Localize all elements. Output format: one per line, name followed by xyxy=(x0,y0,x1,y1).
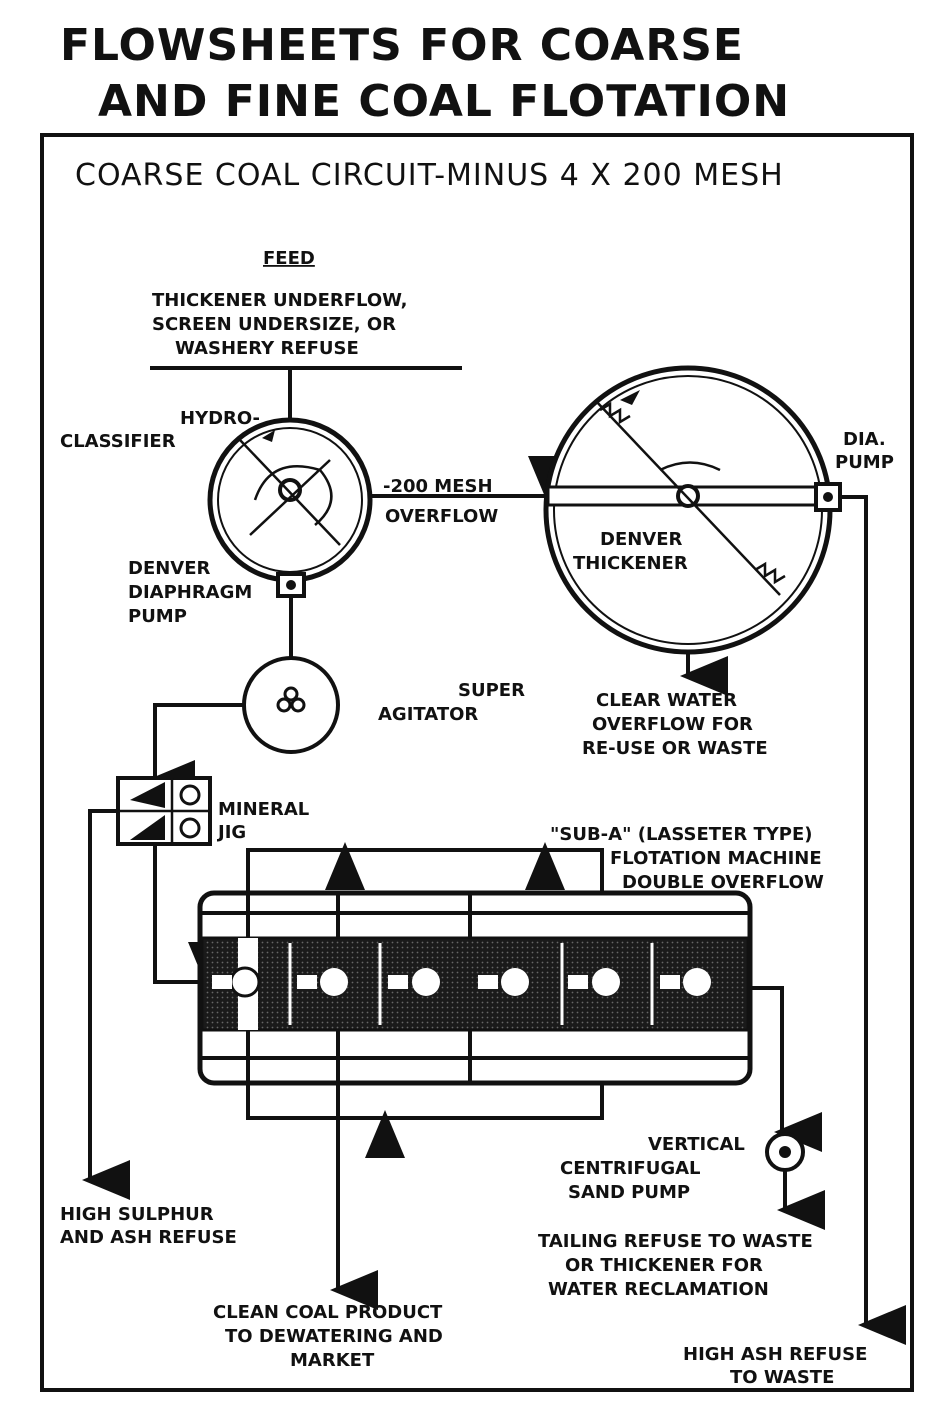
dia-pump-label-2: PUMP xyxy=(835,452,894,473)
flotation-label-2: FLOTATION MACHINE xyxy=(610,848,822,869)
thickener-label-2: THICKENER xyxy=(573,553,688,574)
pipe-bottom-recycle xyxy=(246,1030,604,1120)
hydro-classifier-label-1: HYDRO- xyxy=(180,408,260,429)
high-sulphur-label-2: AND ASH REFUSE xyxy=(60,1227,237,1248)
denver-thickener xyxy=(543,365,833,655)
feed-line-1: THICKENER UNDERFLOW, xyxy=(152,290,407,311)
clear-water-label-3: RE-USE OR WASTE xyxy=(582,738,768,759)
feed-heading: FEED xyxy=(263,248,315,269)
sand-pump-label-1: VERTICAL xyxy=(648,1134,745,1155)
pipe-agitator-to-jig xyxy=(147,703,244,800)
flotation-label-1: "SUB-A" (LASSETER TYPE) xyxy=(550,824,813,845)
sand-pump-label-3: SAND PUMP xyxy=(568,1182,690,1203)
mineral-jig xyxy=(116,776,212,846)
sand-pump xyxy=(765,1132,805,1172)
diaphragm-pump-label-3: PUMP xyxy=(128,606,187,627)
pipe-jig-to-flotation xyxy=(153,844,228,990)
diaphragm-pump-label-2: DIAPHRAGM xyxy=(128,582,252,603)
clear-water-label-1: CLEAR WATER xyxy=(596,690,737,711)
dia-pump-label-1: DIA. xyxy=(843,429,886,450)
super-agitator-label-1: SUPER xyxy=(458,680,525,701)
page-title: FLOWSHEETS FOR COARSE AND FINE COAL FLOT… xyxy=(60,18,790,130)
mineral-jig-label-1: MINERAL xyxy=(218,799,309,820)
clean-coal-label-3: MARKET xyxy=(290,1350,375,1371)
pipe-high-ash xyxy=(840,495,906,1345)
tailing-label-3: WATER RECLAMATION xyxy=(548,1279,769,1300)
tailing-label-1: TAILING REFUSE TO WASTE xyxy=(538,1231,813,1252)
clean-coal-label-1: CLEAN COAL PRODUCT xyxy=(213,1302,443,1323)
high-sulphur-label-1: HIGH SULPHUR xyxy=(60,1204,214,1225)
pipe-top-recycle xyxy=(246,848,604,938)
pipe-jig-refuse xyxy=(82,809,130,1200)
diaphragm-pump-label-1: DENVER xyxy=(128,558,211,579)
clear-water-label-2: OVERFLOW FOR xyxy=(592,714,753,735)
tailing-label-2: OR THICKENER FOR xyxy=(565,1255,763,1276)
pipe-tailing xyxy=(750,986,822,1152)
overflow-label-2: OVERFLOW xyxy=(385,506,498,527)
super-agitator xyxy=(242,656,340,754)
high-ash-label-2: TO WASTE xyxy=(730,1367,834,1388)
frame-border xyxy=(40,133,914,1392)
circuit-subtitle: COARSE COAL CIRCUIT-MINUS 4 X 200 MESH xyxy=(75,158,784,193)
hydro-classifier-label-2: CLASSIFIER xyxy=(60,431,176,452)
thickener-label-1: DENVER xyxy=(600,529,683,550)
overflow-label-1: -200 MESH xyxy=(383,476,493,497)
sand-pump-label-2: CENTRIFUGAL xyxy=(560,1158,701,1179)
super-agitator-label-2: AGITATOR xyxy=(378,704,478,725)
feed-line-2: SCREEN UNDERSIZE, OR xyxy=(152,314,396,335)
title-line-1: FLOWSHEETS FOR COARSE xyxy=(60,20,744,71)
clean-coal-label-2: TO DEWATERING AND xyxy=(225,1326,443,1347)
feed-line-3: WASHERY REFUSE xyxy=(175,338,359,359)
flotation-label-3: DOUBLE OVERFLOW xyxy=(622,872,824,893)
mineral-jig-label-2: JIG xyxy=(216,822,246,843)
title-line-2: AND FINE COAL FLOTATION xyxy=(98,76,791,127)
hydro-classifier xyxy=(207,417,373,583)
flotation-machine xyxy=(197,890,753,1086)
high-ash-label-1: HIGH ASH REFUSE xyxy=(683,1344,867,1365)
